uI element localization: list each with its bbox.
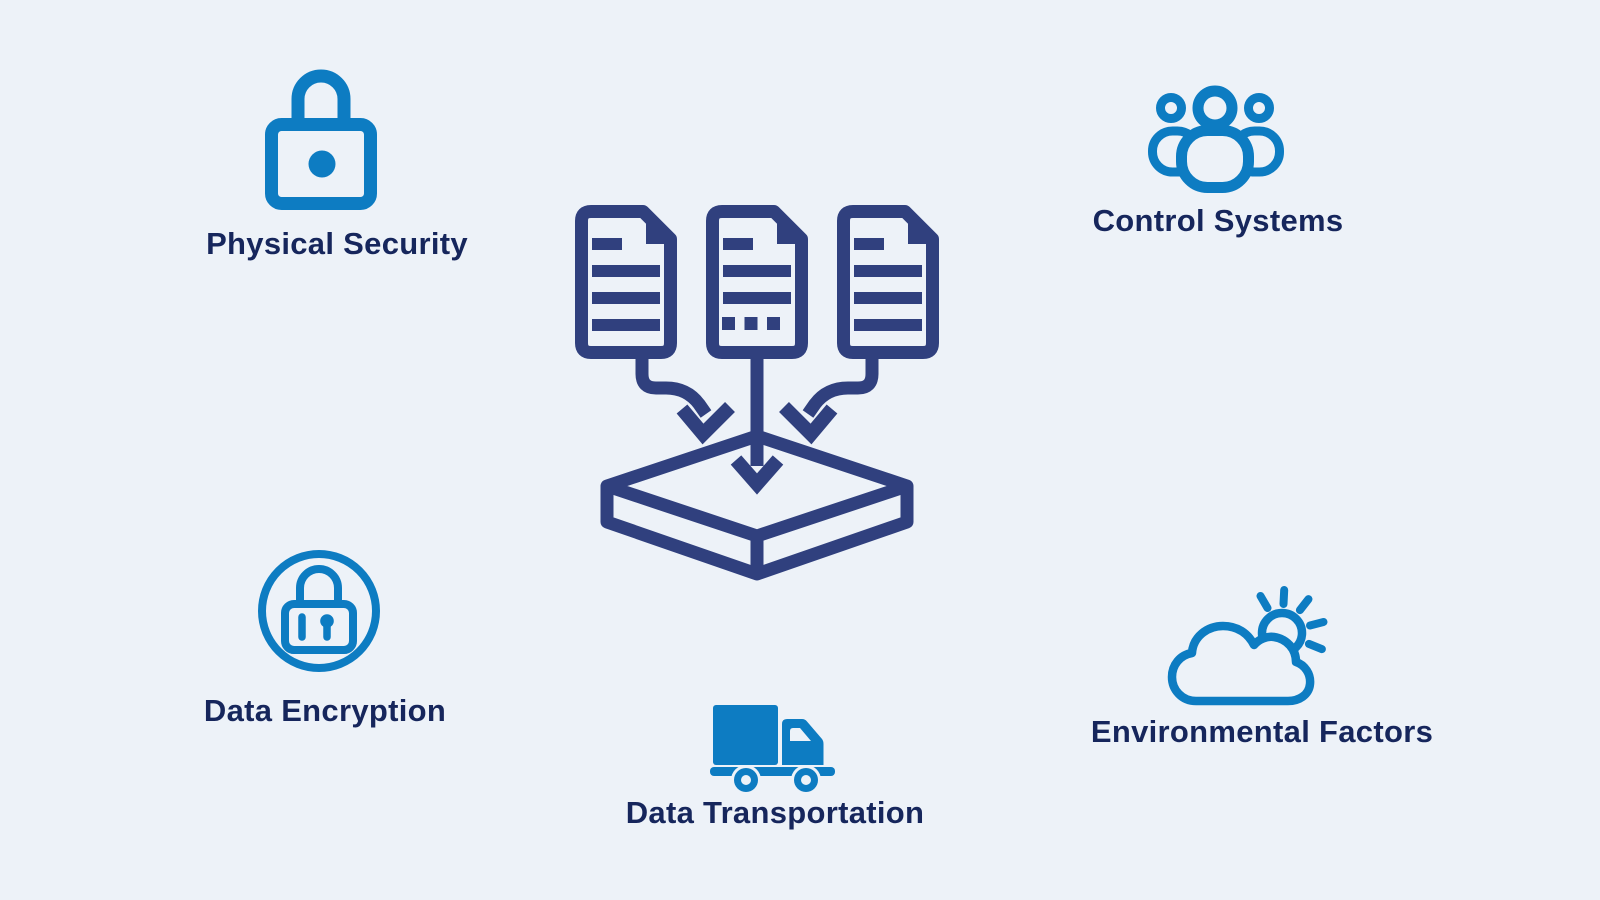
cloud-sun-icon: [1167, 586, 1328, 706]
people-group-icon: [1148, 85, 1284, 193]
documents-into-platform-icon: [575, 205, 939, 581]
item-label: Data Encryption: [203, 693, 447, 728]
item-label: Control Systems: [1092, 203, 1344, 238]
cloud-shape: [1167, 621, 1315, 706]
sun-rays: [1256, 586, 1328, 654]
item-label: Data Transportation: [625, 795, 925, 830]
item-label: Physical Security: [206, 226, 468, 261]
lock-in-circle-icon: [258, 550, 380, 672]
item-label: Environmental Factors: [1090, 714, 1434, 749]
padlock-icon: [265, 69, 377, 210]
truck-icon: [710, 705, 835, 795]
document-icon: [575, 205, 677, 359]
document-icon: [837, 205, 939, 359]
document-icon: [706, 205, 808, 359]
